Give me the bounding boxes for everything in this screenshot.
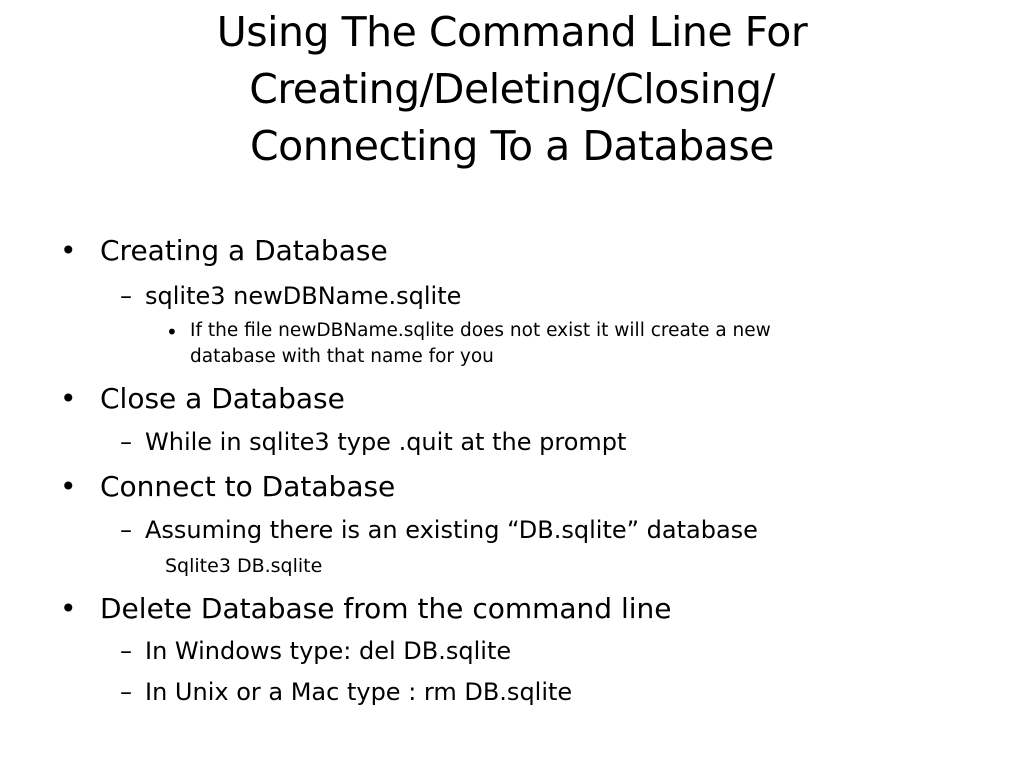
delete-windows: In Windows type: del DB.sqlite [145, 637, 512, 665]
creating-note-line-1: If the file newDBName.sqlite does not ex… [190, 320, 771, 341]
bullet-dash: – [120, 516, 132, 544]
bullet-connect-database: Connect to Database [100, 470, 396, 503]
bullet-creating-database: Creating a Database [100, 234, 388, 267]
bullet-dot: • [60, 470, 77, 503]
creating-command: sqlite3 newDBName.sqlite [145, 282, 462, 310]
delete-unix: In Unix or a Mac type : rm DB.sqlite [145, 678, 573, 706]
bullet-dash: – [120, 282, 132, 310]
connect-command: Sqlite3 DB.sqlite [165, 555, 323, 577]
title-line-3: Connecting To a Database [250, 122, 774, 170]
bullet-dash: – [120, 637, 132, 665]
slide-title: Using The Command Line For Creating/Dele… [60, 4, 964, 175]
bullet-delete-database: Delete Database from the command line [100, 592, 672, 625]
bullet-dot: • [60, 234, 77, 267]
bullet-close-database: Close a Database [100, 382, 345, 415]
close-detail: While in sqlite3 type .quit at the promp… [145, 428, 627, 456]
title-line-1: Using The Command Line For [216, 8, 808, 56]
creating-note-line-2: database with that name for you [190, 346, 494, 367]
bullet-dash: – [120, 428, 132, 456]
bullet-dot: • [60, 592, 77, 625]
connect-detail: Assuming there is an existing “DB.sqlite… [145, 516, 758, 544]
bullet-dash: – [120, 678, 132, 706]
bullet-dot: • [60, 382, 77, 415]
bullet-dot-small: • [166, 320, 178, 344]
title-line-2: Creating/Deleting/Closing/ [249, 65, 775, 113]
